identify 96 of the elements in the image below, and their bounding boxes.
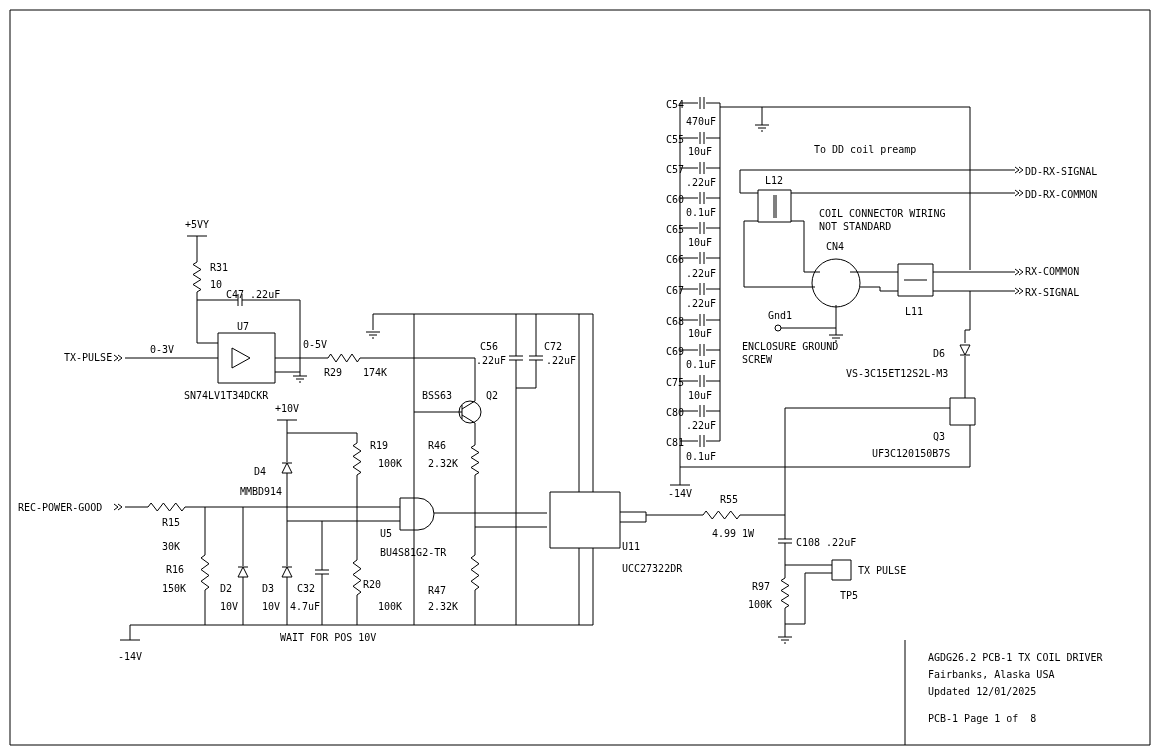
reference-designator: C80 [666, 406, 685, 419]
reference-designator: C72 [544, 340, 563, 353]
reference-designator: C69 [666, 345, 685, 358]
reference-designator: CN4 [826, 240, 845, 253]
reference-designator: R47 [428, 584, 447, 597]
component-value: .22uF [686, 267, 717, 280]
reference-designator: C66 [666, 253, 685, 266]
net-label: RX-COMMON [1025, 265, 1080, 278]
reference-designator: U11 [622, 540, 641, 553]
component-value: .22uF [686, 176, 717, 189]
note-text: WAIT FOR POS 10V [280, 631, 377, 644]
component-value: 100K [378, 600, 403, 613]
component-value: .22uF [546, 354, 577, 367]
reference-designator: D3 [262, 582, 275, 595]
title-block-text: Updated 12/01/2025 [928, 685, 1037, 698]
reference-designator: R97 [752, 580, 771, 593]
net-label: DD-RX-COMMON [1025, 188, 1098, 201]
part-number: VS-3C15ET12S2L-M3 [846, 367, 949, 380]
component-value: 4.7uF [290, 600, 321, 613]
net-label: RX-SIGNAL [1025, 286, 1080, 299]
part-number: SN74LV1T34DCKR [184, 389, 269, 402]
net-label: REC-POWER-GOOD [18, 501, 103, 514]
note-text: COIL CONNECTOR WIRING NOT STANDARD [819, 207, 947, 233]
reference-designator: R31 [210, 261, 229, 274]
reference-designator: R19 [370, 439, 389, 452]
reference-designator: R15 [162, 516, 181, 529]
component-value: 4.99 1W [712, 527, 755, 540]
reference-designator: R20 [363, 578, 382, 591]
title-block-text: Fairbanks, Alaska USA [928, 668, 1055, 681]
net-label: -14V [118, 650, 143, 663]
reference-designator: C32 [297, 582, 316, 595]
component-value: 0.1uF [686, 450, 717, 463]
component-value: 100K [748, 598, 773, 611]
reference-designator: L12 [765, 174, 784, 187]
reference-designator: C57 [666, 163, 685, 176]
reference-designator: C68 [666, 315, 685, 328]
note-text: To DD coil preamp [814, 143, 917, 156]
component-value: C47 .22uF [226, 288, 281, 301]
net-label: 0-5V [303, 338, 328, 351]
net-label: +5VY [185, 218, 210, 231]
reference-designator: C65 [666, 223, 685, 236]
component-value: 470uF [686, 115, 717, 128]
reference-designator: R16 [166, 563, 185, 576]
reference-designator: Q3 [933, 430, 946, 443]
title-block-text: AGDG26.2 PCB-1 TX COIL DRIVER [928, 651, 1103, 664]
net-label: TX PULSE [858, 564, 907, 577]
reference-designator: D6 [933, 347, 946, 360]
component-value: 10uF [688, 389, 713, 402]
reference-designator: L11 [905, 305, 924, 318]
reference-designator: U5 [380, 527, 393, 540]
component-value: 30K [162, 540, 181, 553]
net-label: 0-3V [150, 343, 175, 356]
reference-designator: R46 [428, 439, 447, 452]
component-value: 10uF [688, 236, 713, 249]
reference-designator: C54 [666, 98, 685, 111]
component-value: 0.1uF [686, 358, 717, 371]
component-value: C108 .22uF [796, 536, 857, 549]
component-value: 10uF [688, 145, 713, 158]
reference-designator: Gnd1 [768, 309, 793, 322]
note-text: ENCLOSURE GROUND SCREW [742, 340, 840, 366]
component-value: .22uF [686, 419, 717, 432]
component-value: 150K [162, 582, 187, 595]
net-label: DD-RX-SIGNAL [1025, 165, 1098, 178]
reference-designator: Q2 [486, 389, 499, 402]
reference-designator: C67 [666, 284, 685, 297]
part-number: MMBD914 [240, 485, 283, 498]
component-value: 0.1uF [686, 206, 717, 219]
reference-designator: C81 [666, 436, 685, 449]
reference-designator: R29 [324, 366, 343, 379]
reference-designator: C56 [480, 340, 499, 353]
reference-designator: C75 [666, 376, 685, 389]
net-label: +10V [275, 402, 300, 415]
part-number: UF3C120150B7S [872, 447, 951, 460]
component-value: 2.32K [428, 600, 459, 613]
net-label: TX-PULSE [64, 351, 113, 364]
component-value: 10 [210, 278, 223, 291]
component-value: 10V [220, 600, 239, 613]
component-value: 174K [363, 366, 388, 379]
component-value: .22uF [686, 297, 717, 310]
reference-designator: C55 [666, 133, 685, 146]
net-label: -14V [668, 487, 693, 500]
reference-designator: R55 [720, 493, 739, 506]
part-number: BSS63 [422, 389, 453, 402]
component-value: 2.32K [428, 457, 459, 470]
reference-designator: U7 [237, 320, 250, 333]
component-value: 10V [262, 600, 281, 613]
component-value: 10uF [688, 327, 713, 340]
reference-designator: D2 [220, 582, 233, 595]
reference-designator: C60 [666, 193, 685, 206]
component-value: 100K [378, 457, 403, 470]
reference-designator: TP5 [840, 589, 859, 602]
reference-designator: D4 [254, 465, 267, 478]
title-block-text: PCB-1 Page 1 of 8 [928, 712, 1037, 725]
part-number: UCC27322DR [622, 562, 683, 575]
part-number: BU4S81G2-TR [380, 546, 447, 559]
component-value: .22uF [476, 354, 507, 367]
